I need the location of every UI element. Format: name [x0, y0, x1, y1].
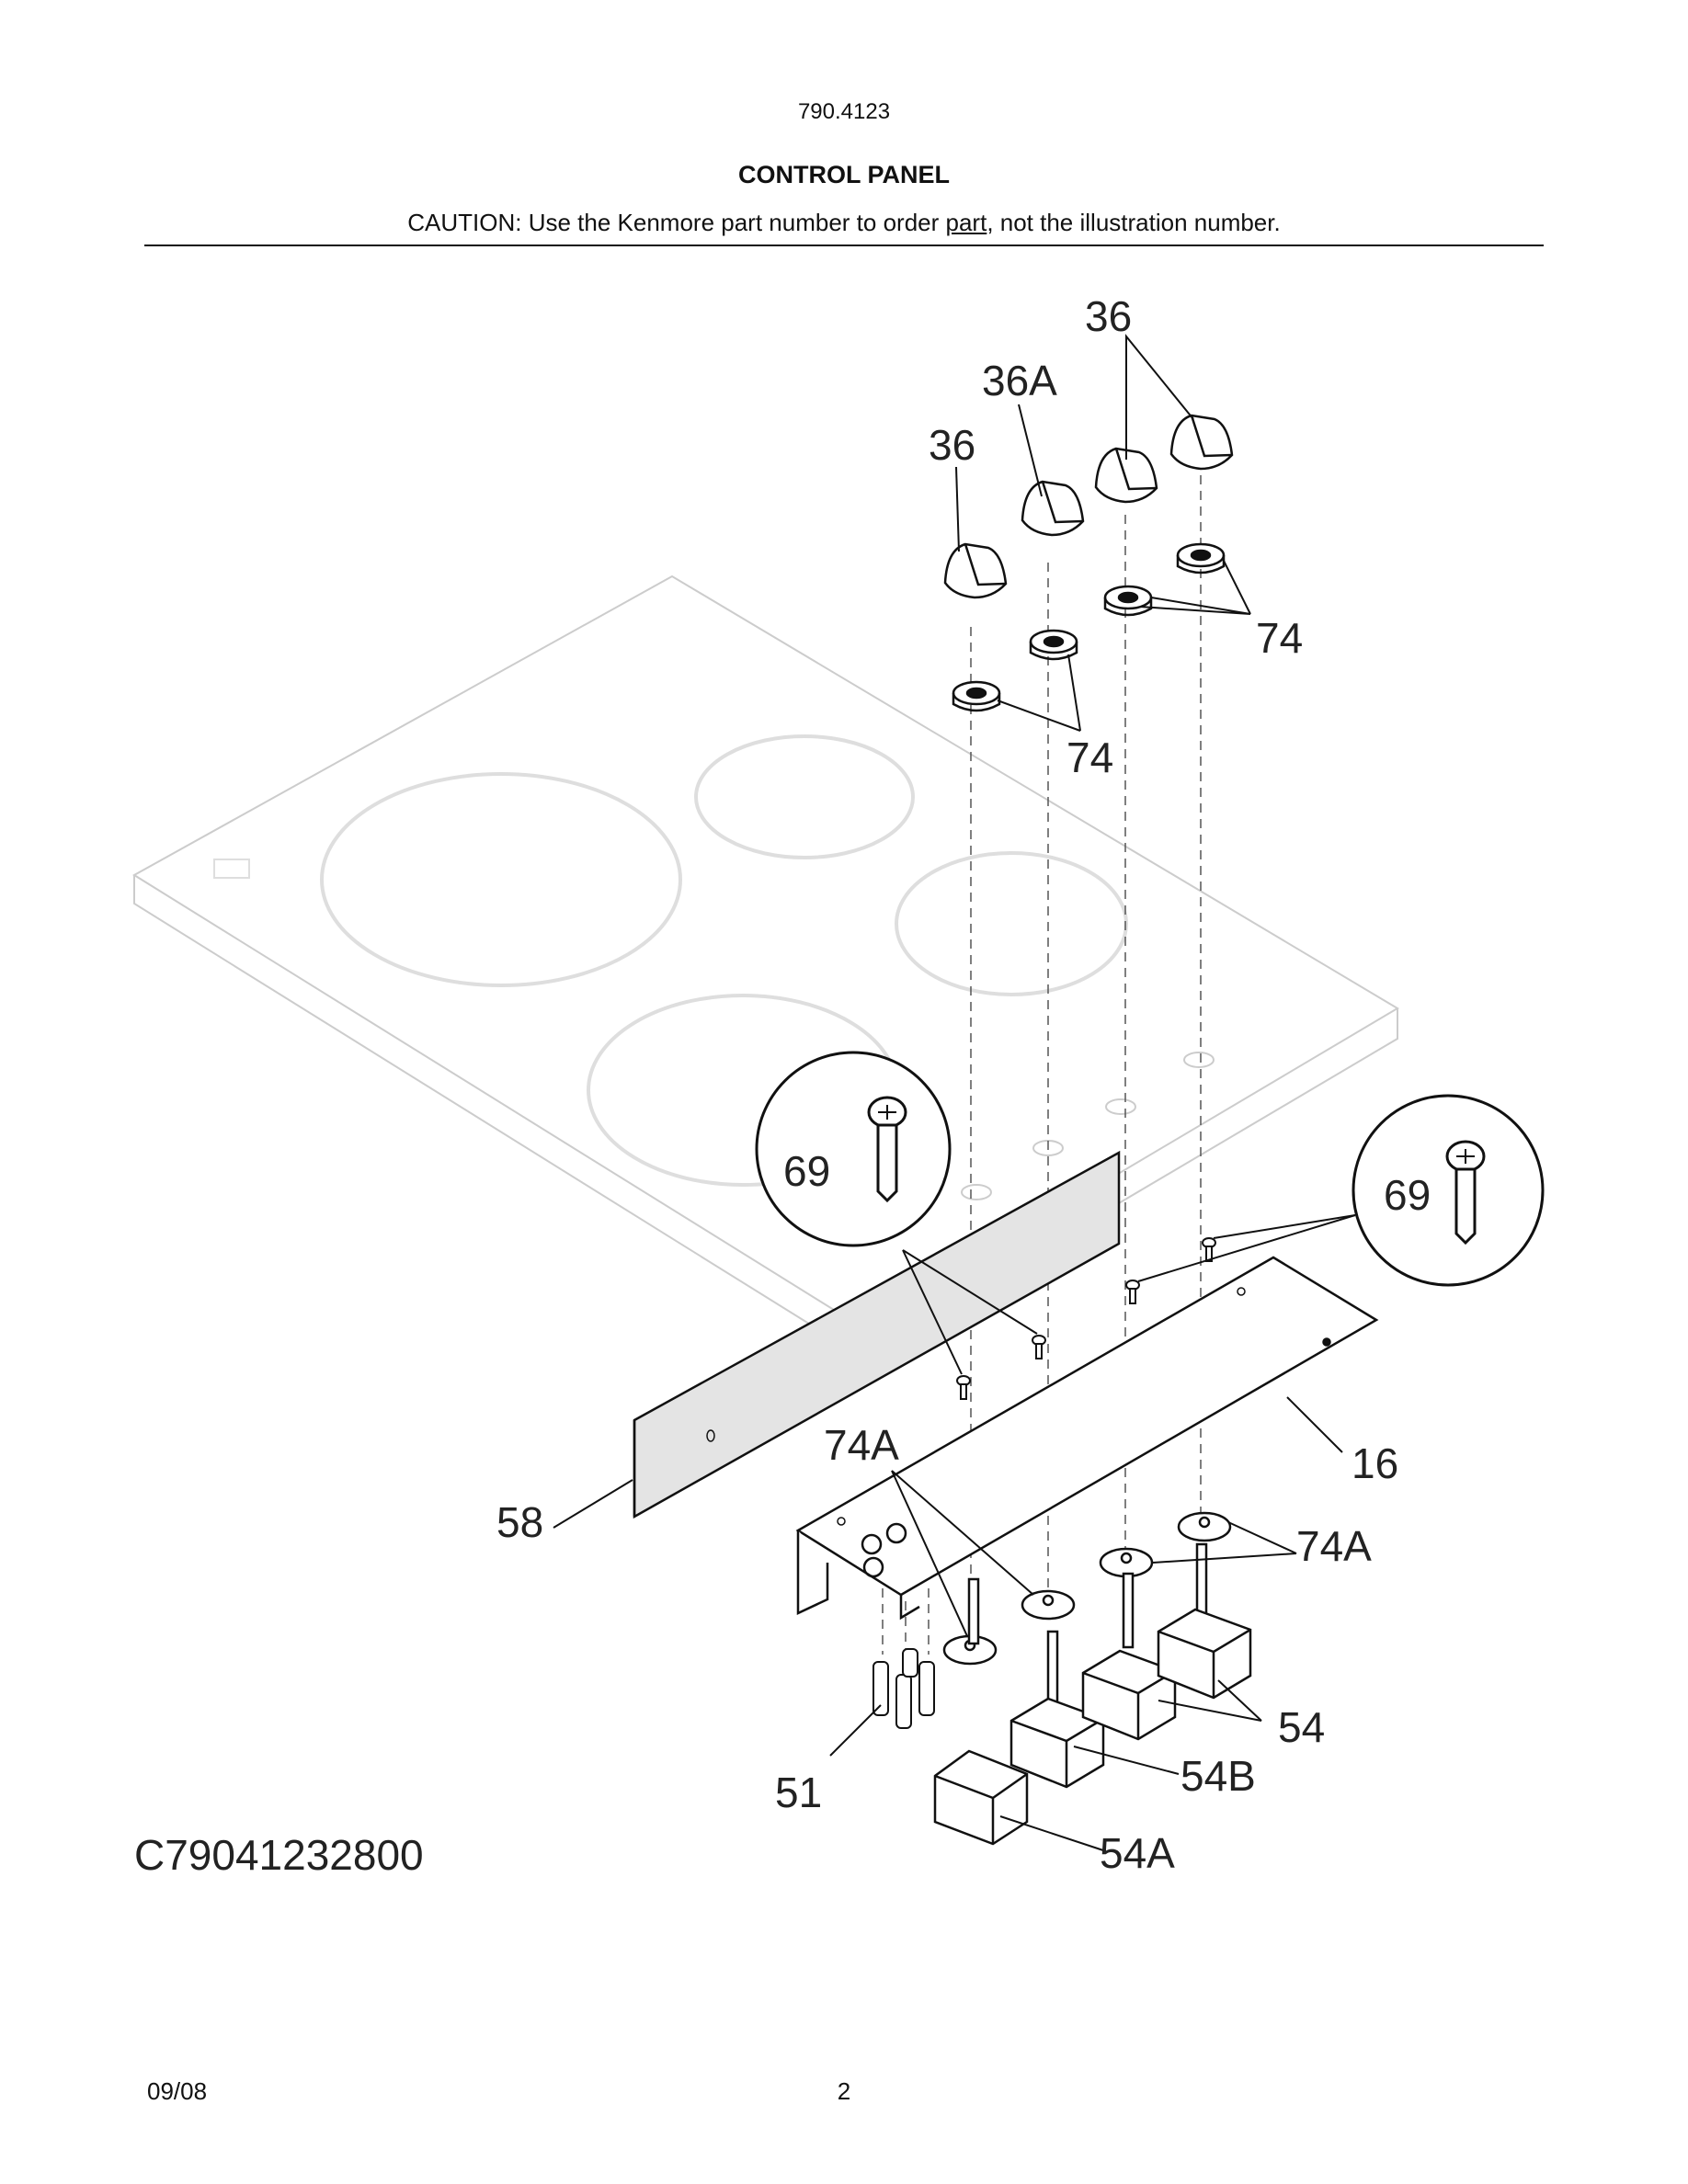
knobs — [943, 414, 1234, 599]
switch-54a — [933, 1577, 1029, 1846]
leader-lines — [553, 334, 1356, 1852]
callout-54a: 54A — [1100, 1829, 1175, 1877]
screw-69-c — [1125, 1280, 1140, 1304]
callout-74a-right: 74A — [1296, 1522, 1372, 1570]
callout-74-right: 74 — [1256, 614, 1303, 662]
indicator-lights-51 — [873, 1648, 935, 1729]
knob-36-right-1 — [1094, 447, 1158, 504]
callout-54b: 54B — [1180, 1752, 1256, 1800]
bracket-74a-2 — [1021, 1589, 1076, 1621]
callout-58: 58 — [496, 1498, 543, 1546]
illustration-code: C79041232800 — [134, 1831, 424, 1879]
section-title: CONTROL PANEL — [737, 161, 950, 188]
screw-magnifier-right — [1352, 1094, 1545, 1287]
header-rule — [144, 245, 1544, 246]
caution-prefix: CAUTION: Use the Kenmore part number to … — [407, 209, 946, 236]
bezel-74-3 — [1103, 585, 1153, 617]
callout-36-right: 36 — [1085, 292, 1132, 340]
knob-36-left — [943, 542, 1008, 599]
callout-69-left: 69 — [783, 1147, 830, 1195]
knob-36-right-2 — [1169, 414, 1234, 471]
knob-36a-center — [1021, 480, 1085, 537]
bezel-74-1 — [952, 680, 1001, 712]
front-panel-58 — [633, 1150, 1121, 1519]
callout-74-left: 74 — [1066, 734, 1113, 781]
bezel-74-2 — [1029, 629, 1078, 661]
callout-74a-left: 74A — [824, 1421, 899, 1469]
brackets-74a — [942, 1511, 1232, 1666]
callout-69-right: 69 — [1384, 1171, 1431, 1219]
callout-51: 51 — [775, 1769, 822, 1816]
bracket-74a-4 — [1177, 1511, 1232, 1542]
screw-69-a — [956, 1375, 971, 1400]
switches — [933, 1542, 1252, 1846]
switch-54-2 — [1157, 1542, 1252, 1700]
screws — [956, 1237, 1216, 1400]
callout-16: 16 — [1352, 1439, 1398, 1487]
control-bracket-16 — [795, 1256, 1379, 1621]
screw-69-d — [1202, 1237, 1216, 1262]
model-number: 790.4123 — [797, 99, 891, 124]
callout-36a: 36A — [982, 357, 1057, 404]
caution-underlined-word: part — [945, 209, 987, 236]
bracket-74a-3 — [1099, 1547, 1154, 1578]
callout-36-left: 36 — [929, 421, 975, 469]
page-number: 2 — [837, 2077, 851, 2105]
caution-suffix: , not the illustration number. — [987, 209, 1281, 236]
screw-magnifier-left — [755, 1051, 952, 1247]
bezels — [952, 542, 1226, 712]
switch-54b — [1009, 1630, 1105, 1789]
caution-note: CAUTION: Use the Kenmore part number to … — [0, 209, 1688, 237]
callout-54: 54 — [1278, 1703, 1325, 1751]
bezel-74-4 — [1176, 542, 1226, 574]
screw-69-b — [1032, 1335, 1046, 1359]
footer-date: 09/08 — [147, 2077, 208, 2105]
